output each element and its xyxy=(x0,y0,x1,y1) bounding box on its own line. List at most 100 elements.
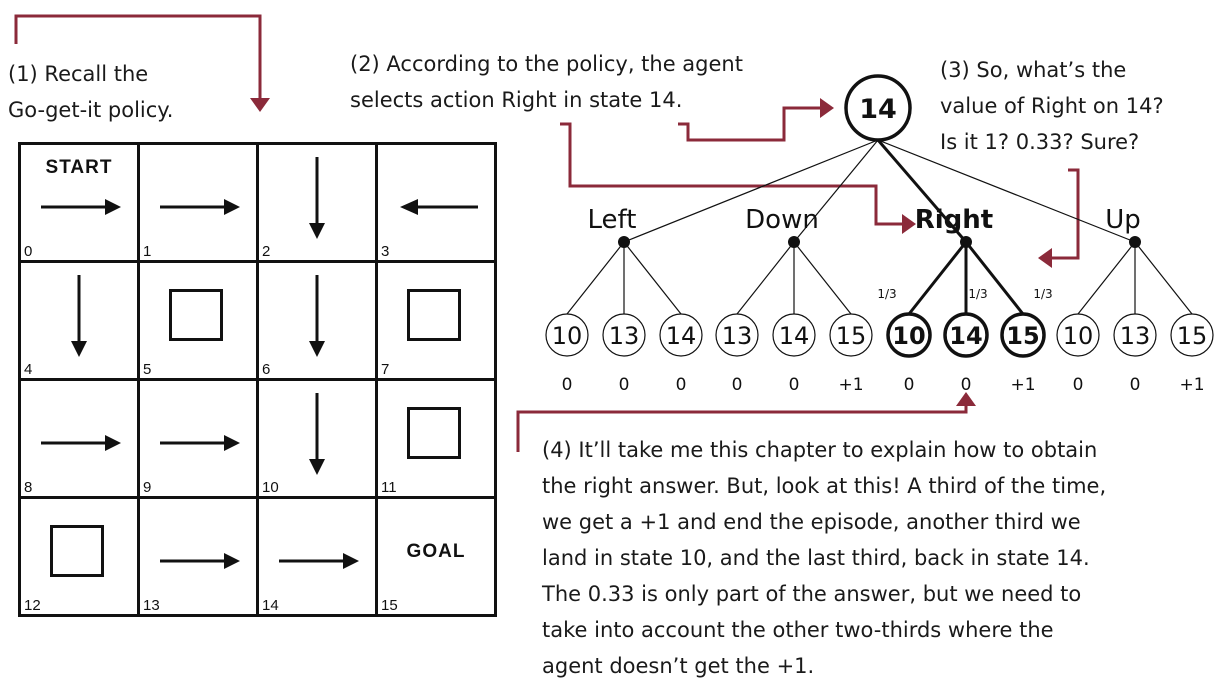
arrow-down-icon xyxy=(309,275,325,357)
cell-number: 5 xyxy=(143,361,152,378)
cell-number: 2 xyxy=(262,243,271,260)
state-node-circle xyxy=(943,312,989,358)
note-3: (3) So, what’s the value of Right on 14?… xyxy=(940,52,1164,160)
cell-number: 10 xyxy=(262,479,279,496)
arrowhead-3 xyxy=(1038,248,1052,268)
state-node-label: 13 xyxy=(1120,322,1151,350)
edge-left-to-state xyxy=(623,241,682,315)
note-2-line-2: selects action Right in state 14. xyxy=(350,88,683,112)
state-node-circle xyxy=(715,313,759,357)
action-node-right xyxy=(960,236,972,248)
cell-number: 6 xyxy=(262,361,271,378)
action-label-left: Left xyxy=(588,205,637,235)
goal-label: GOAL xyxy=(406,541,466,562)
arrowhead-4 xyxy=(956,392,976,406)
reward-label: 0 xyxy=(676,375,687,395)
state-node-label: 13 xyxy=(722,322,753,350)
state-node-label: 15 xyxy=(1177,322,1208,350)
connector-3 xyxy=(1050,168,1080,260)
cell-number: 4 xyxy=(24,361,33,378)
arrowhead-1 xyxy=(250,98,270,112)
reward-label: 0 xyxy=(961,375,972,395)
state-node-circle xyxy=(1000,312,1046,358)
note-4-line-6: take into account the other two-thirds w… xyxy=(542,618,1054,642)
note-4-line-7: agent doesn’t get the +1. xyxy=(542,654,815,678)
note-3-line-1: (3) So, what’s the xyxy=(940,58,1127,82)
connector-4 xyxy=(516,402,968,452)
action-label-up: Up xyxy=(1105,205,1141,235)
note-4-line-3: we get a +1 and end the episode, another… xyxy=(542,510,1081,534)
state-node-circle xyxy=(659,313,703,357)
action-node-left xyxy=(618,236,630,248)
state-node-circle xyxy=(545,313,589,357)
edge-down-to-state xyxy=(736,241,795,315)
action-node-down xyxy=(788,236,800,248)
connector-2b xyxy=(560,122,904,226)
reward-label: +1 xyxy=(1179,375,1204,395)
arrowhead-2a xyxy=(820,98,834,118)
state-node-circle xyxy=(1056,313,1100,357)
state-node-circle xyxy=(1113,313,1157,357)
root-state-circle xyxy=(844,74,912,142)
hole-square xyxy=(407,407,461,459)
reward-label: 0 xyxy=(732,375,743,395)
arrow-down-icon xyxy=(71,275,87,357)
state-node-label: 14 xyxy=(779,322,810,350)
cell-number: 9 xyxy=(143,479,152,496)
arrowhead-2b xyxy=(902,214,916,234)
arrow-right-icon xyxy=(160,553,240,569)
arrow-right-icon xyxy=(41,435,121,451)
state-node-label: 14 xyxy=(949,322,982,350)
cell-number: 8 xyxy=(24,479,33,496)
note-4-line-5: The 0.33 is only part of the answer, but… xyxy=(542,582,1082,606)
cell-number: 3 xyxy=(381,243,390,260)
state-node-circle xyxy=(1170,313,1214,357)
root-state-label: 14 xyxy=(859,94,897,125)
note-4-line-2: the right answer. But, look at this! A t… xyxy=(542,474,1107,498)
connector-2a xyxy=(678,106,822,142)
cell-number: 1 xyxy=(143,243,152,260)
state-node-circle xyxy=(886,312,932,358)
callout-connectors xyxy=(14,14,1080,452)
state-node-label: 10 xyxy=(892,322,925,350)
edge-root-to-left xyxy=(623,139,879,243)
arrow-right-icon xyxy=(279,553,359,569)
state-node-circle xyxy=(829,313,873,357)
edge-left-to-state xyxy=(566,241,625,315)
edge-root-to-up xyxy=(877,139,1136,243)
probability-label: 1/3 xyxy=(968,287,987,301)
note-2-line-1: (2) According to the policy, the agent xyxy=(350,52,743,76)
note-4: (4) It’ll take me this chapter to explai… xyxy=(542,432,1106,684)
cell-number: 14 xyxy=(262,597,279,614)
cell-number: 15 xyxy=(381,597,398,614)
hole-square xyxy=(169,289,223,341)
reward-label: +1 xyxy=(838,375,863,395)
reward-label: 0 xyxy=(904,375,915,395)
reward-label: +1 xyxy=(1010,375,1035,395)
arrow-right-icon xyxy=(160,435,240,451)
state-node-circle xyxy=(602,313,646,357)
state-node-label: 10 xyxy=(1063,322,1094,350)
edge-up-to-state xyxy=(1134,241,1193,315)
edge-down-to-state xyxy=(793,241,852,315)
cell-number: 0 xyxy=(24,243,33,260)
action-label-down: Down xyxy=(745,205,819,235)
reward-label: 0 xyxy=(1130,375,1141,395)
hole-square xyxy=(407,289,461,341)
action-label-right: Right xyxy=(915,205,993,235)
note-1-line-2: Go-get-it policy. xyxy=(8,98,174,122)
cell-number: 11 xyxy=(381,479,397,496)
state-node-label: 15 xyxy=(1006,322,1039,350)
connector-1 xyxy=(14,14,262,100)
state-node-label: 10 xyxy=(552,322,583,350)
reward-label: 0 xyxy=(789,375,800,395)
note-1: (1) Recall the Go-get-it policy. xyxy=(8,56,173,128)
cell-number: 12 xyxy=(24,597,41,614)
arrow-down-icon xyxy=(309,157,325,239)
edge-right-to-state xyxy=(907,241,968,315)
action-node-up xyxy=(1129,236,1141,248)
reward-label: 0 xyxy=(619,375,630,395)
note-3-line-3: Is it 1? 0.33? Sure? xyxy=(940,130,1140,154)
probability-label: 1/3 xyxy=(877,287,896,301)
